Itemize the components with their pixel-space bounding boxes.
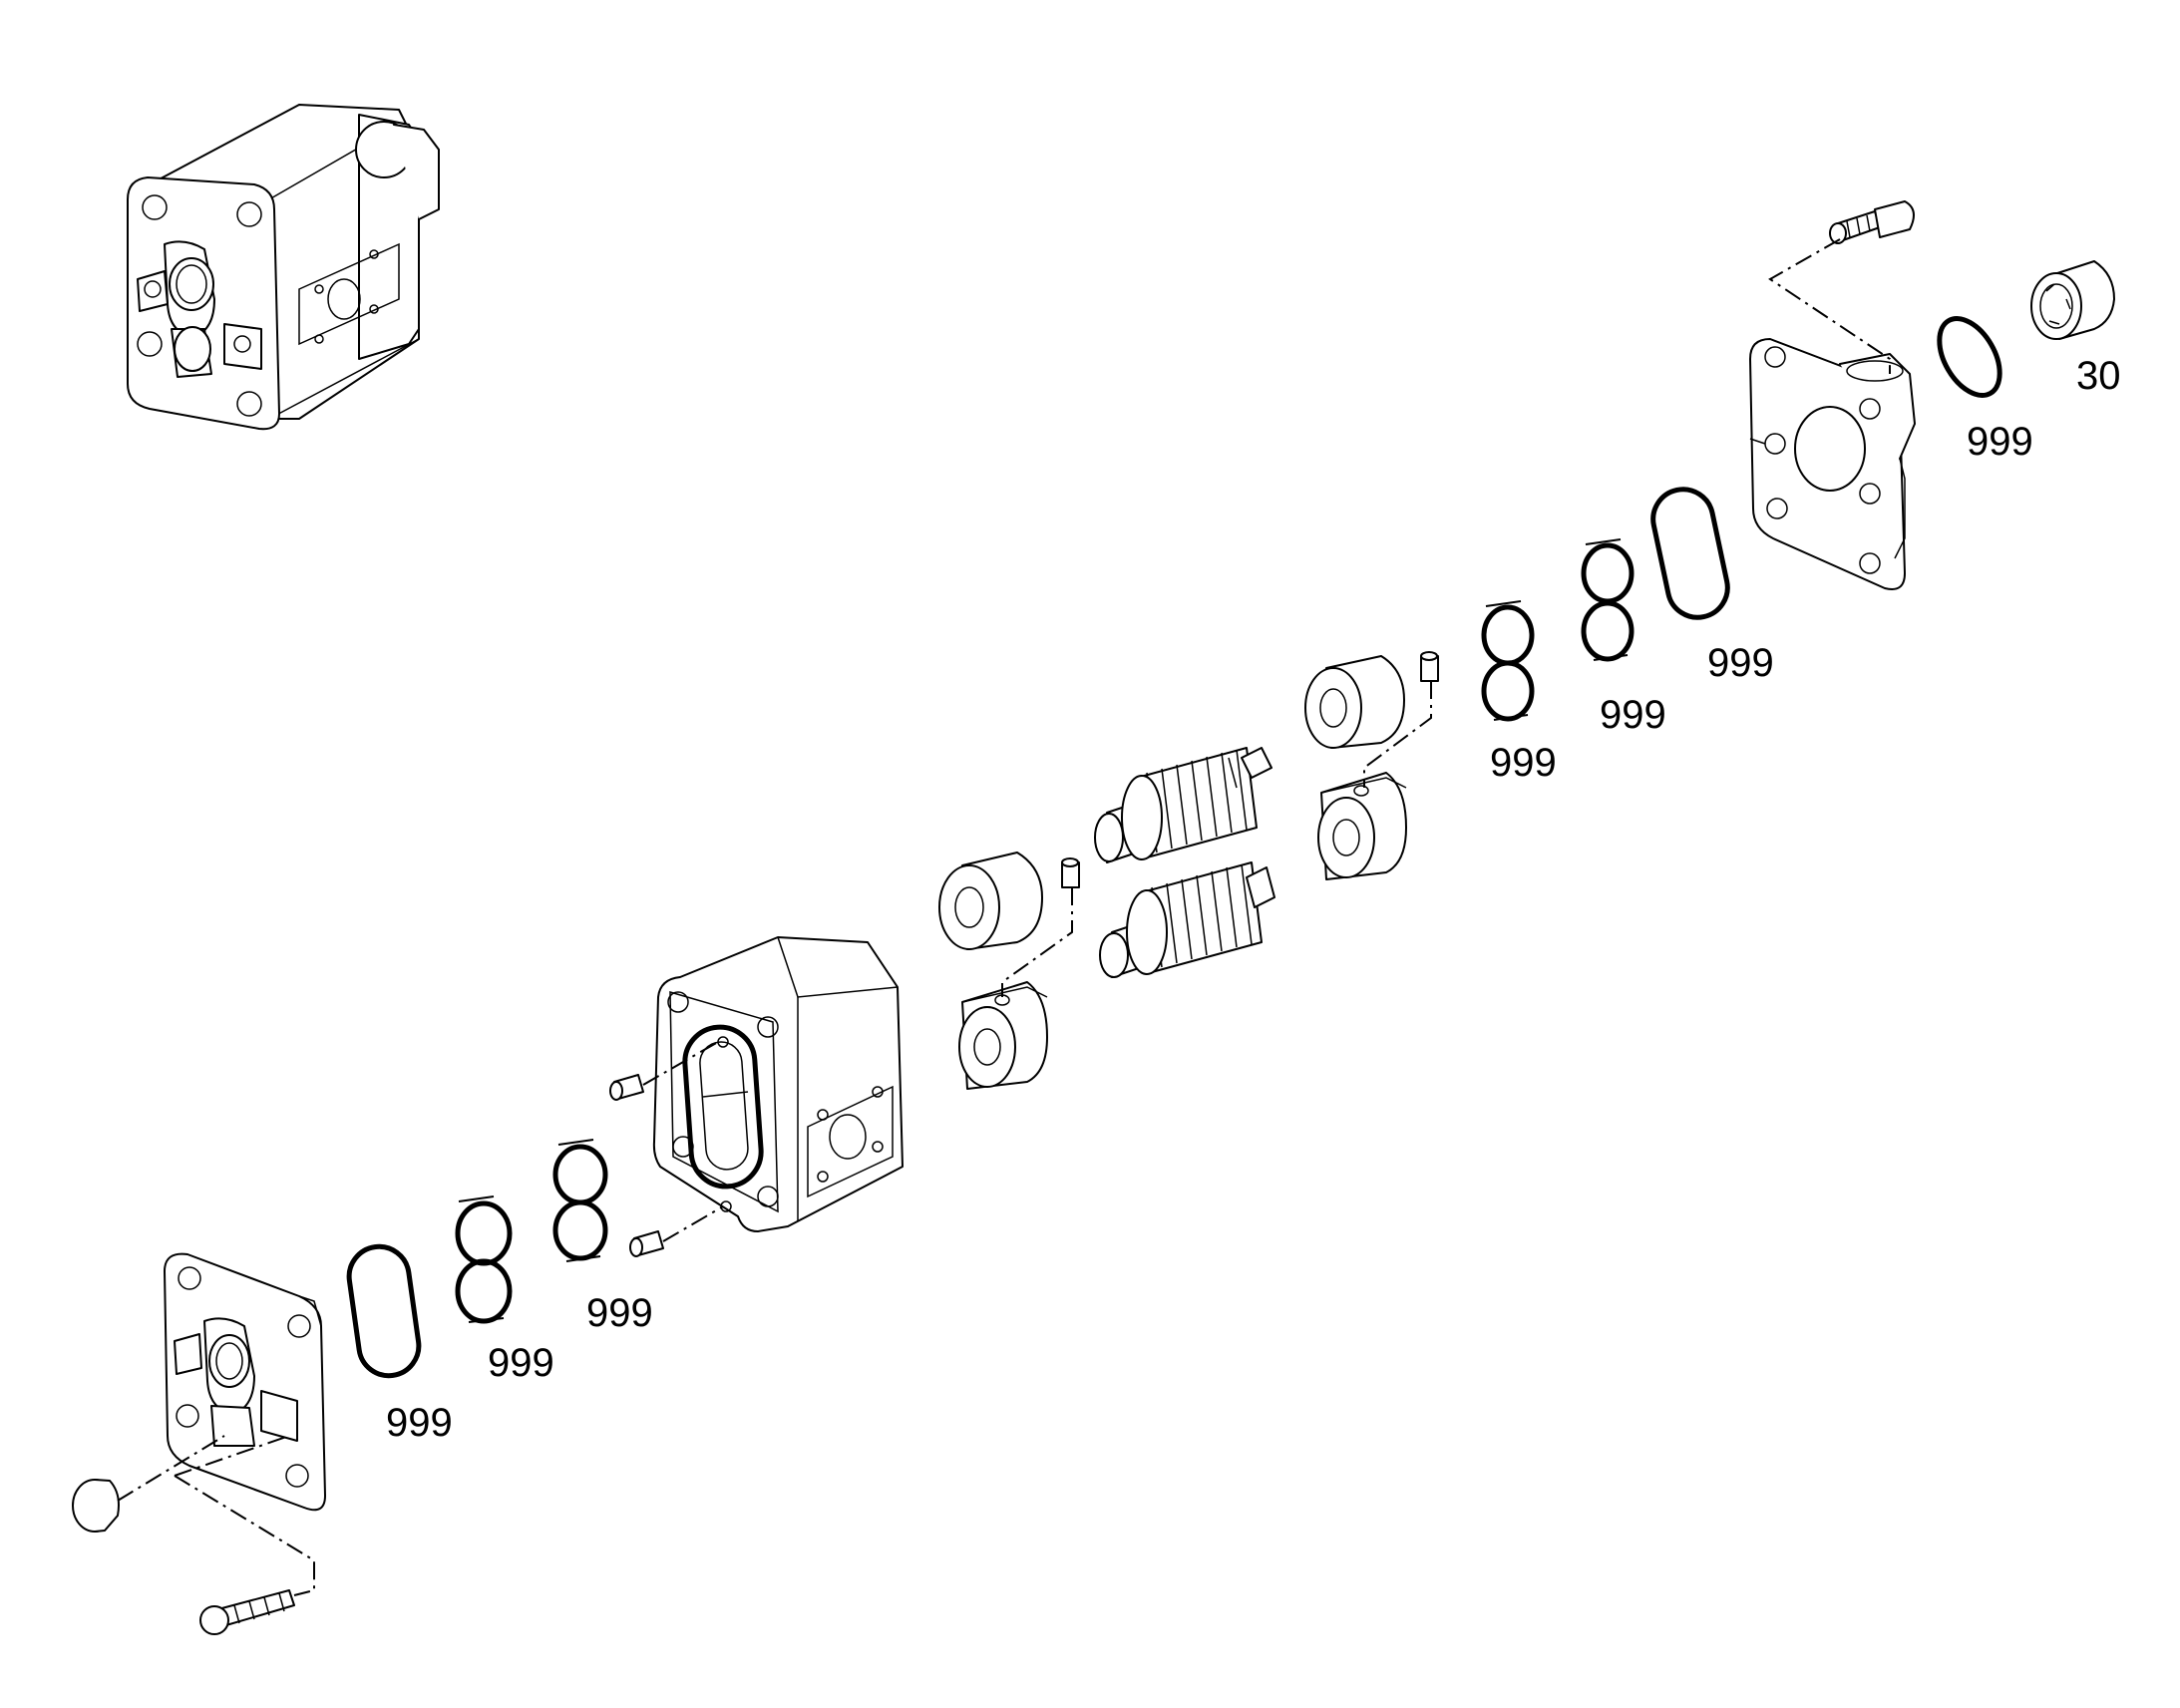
coupling-sleeve — [2030, 260, 2115, 340]
bearing-block-lower-right — [1317, 772, 1407, 880]
bearing-block-lower-left — [958, 981, 1048, 1090]
front-cover — [164, 1252, 326, 1512]
bearing-pin-left — [1061, 857, 1080, 888]
leader-bearing-left — [1001, 887, 1073, 997]
callout-label: 999 — [1600, 693, 1666, 737]
callout-label: 999 — [386, 1401, 453, 1445]
rear-cover — [1749, 338, 1916, 590]
leader-pin-2 — [662, 1205, 724, 1242]
pump-body — [652, 936, 904, 1232]
assembled-pump — [127, 104, 440, 431]
gear-upper — [1094, 747, 1272, 863]
bearing-pin-right — [1420, 651, 1439, 682]
leader-screw — [174, 1475, 315, 1596]
seal-pair-right-2 — [1581, 538, 1635, 662]
bearing-block-upper-left — [938, 852, 1043, 950]
callout-label: 999 — [1490, 741, 1557, 785]
seal-oval-right — [1650, 487, 1730, 620]
seal-ring-rear — [1937, 316, 2002, 398]
callout-label: 999 — [488, 1341, 554, 1385]
bearing-block-upper-right — [1304, 655, 1405, 749]
leader-cap — [117, 1435, 225, 1502]
gear-lower — [1099, 861, 1275, 978]
seal-pair-right-1 — [1481, 600, 1535, 722]
callout-label: 999 — [1967, 420, 2033, 464]
seal-pair-left-2 — [552, 1139, 608, 1262]
leader-bearing-right — [1363, 681, 1432, 788]
seal-pair-left-1 — [455, 1196, 513, 1324]
leader-rear-screw — [1768, 238, 1891, 374]
front-screw — [199, 1589, 295, 1635]
leader-pin-1 — [642, 1041, 719, 1086]
dowel-pin-2 — [629, 1230, 664, 1257]
callout-label: 999 — [1707, 641, 1774, 685]
rear-screw — [1829, 200, 1915, 244]
callout-label: 30 — [2076, 354, 2121, 398]
dowel-pin-1 — [609, 1074, 644, 1101]
cap-plug — [72, 1479, 120, 1533]
callout-label: 999 — [586, 1291, 653, 1335]
leader-cover — [174, 1435, 290, 1477]
seal-oval-left — [346, 1243, 422, 1379]
